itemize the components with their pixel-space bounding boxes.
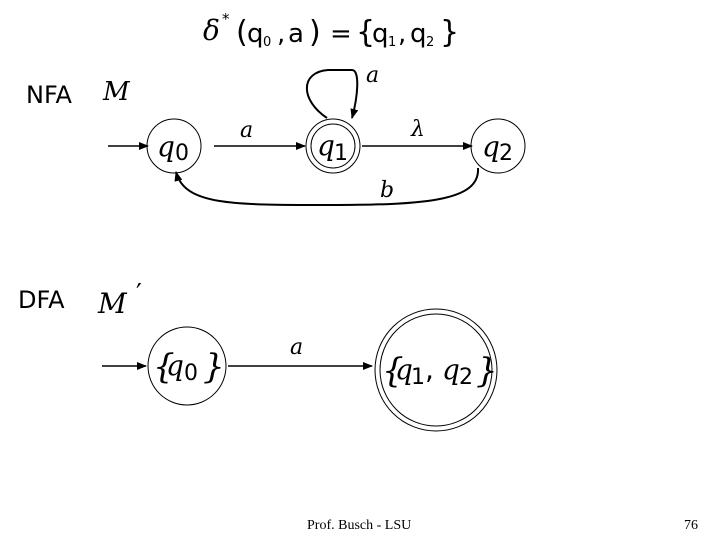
title-equals: = [330,19,352,49]
title-open-brace: { [356,15,375,50]
nfa-edge-q2-q0 [174,167,480,207]
title-close-brace: } [440,15,459,50]
dfa-state-q0: { q 0 } [147,326,227,406]
dfa-state-q0-close: } [203,347,225,387]
nfa-state-q1: q 1 [305,118,361,174]
footer-page-number: 76 [684,518,698,533]
nfa-state-q1-name: q [317,129,335,162]
dfa-section: DFA M ′ { q 0 } a { q 1 , q 2 } [18,279,498,432]
nfa-state-q0-name: q [157,130,175,163]
title-q2-sub: 2 [426,35,434,50]
dfa-machine-name: M [97,287,128,320]
title-formula: δ * ( q 0 , a ) = { q 1 , q 2 } [203,10,459,50]
dfa-state-q1q2-close: } [476,351,498,391]
title-q: q [247,19,264,49]
nfa-state-q2-name: q [482,130,500,163]
title-close-paren: ) [309,15,321,50]
dfa-state-q0-circle [147,326,227,406]
title-delta: δ [203,14,220,47]
nfa-state-q2-circle [470,118,526,174]
title-comma2: , [398,19,406,49]
title-a: a [288,19,304,49]
dfa-state-q0-name: q [166,349,184,382]
dfa-state-q0-open: { [153,347,175,387]
dfa-state-q1q2: { q 1 , q 2 } [374,308,498,432]
nfa-state-q0-circle [146,118,202,174]
title-star: * [222,10,230,28]
dfa-edge-label: a [290,335,303,360]
title-q1-sub: 1 [388,35,396,50]
dfa-label: DFA [18,286,65,314]
nfa-edge-q0-q1-label: a [240,118,253,143]
dfa-state-q1q2-name1: q [395,353,413,386]
nfa-state-q0: q 0 [146,118,202,174]
dfa-state-q1q2-comma: , [425,353,434,386]
nfa-state-q1-outer-circle [305,118,361,174]
title-q1: q [372,19,389,49]
title-q-sub0: 0 [263,35,271,50]
nfa-section: NFA M q 0 a q 1 a λ q 2 [26,63,526,207]
title-q2: q [410,19,427,49]
nfa-state-q1-sub: 1 [334,141,348,166]
dfa-state-q1q2-open: { [382,351,404,391]
footer-author: Prof. Busch - LSU [307,518,412,533]
dfa-state-q1q2-outer-circle [374,308,498,432]
dfa-machine-prime: ′ [136,279,142,309]
dfa-state-q1q2-name2: q [442,353,460,386]
nfa-edge-q1-loop [305,69,359,119]
title-open-paren: ( [236,15,248,50]
nfa-edge-q2-q0-label: b [380,178,394,203]
nfa-label: NFA [26,81,73,109]
nfa-state-q1-inner-circle [310,123,356,169]
dfa-state-q1q2-inner-circle [379,313,493,427]
nfa-edge-q1-loop-label: a [366,63,379,88]
dfa-state-q1q2-sub2: 2 [459,365,473,390]
nfa-state-q2: q 2 [470,118,526,174]
dfa-state-q1q2-sub1: 1 [411,365,425,390]
nfa-state-q0-sub: 0 [175,141,189,166]
dfa-state-q0-sub: 0 [184,361,198,386]
title-comma1: , [277,19,285,49]
nfa-machine-name: M [102,77,131,107]
nfa-edge-q1-q2-label: λ [410,117,425,142]
nfa-state-q2-sub: 2 [499,141,513,166]
